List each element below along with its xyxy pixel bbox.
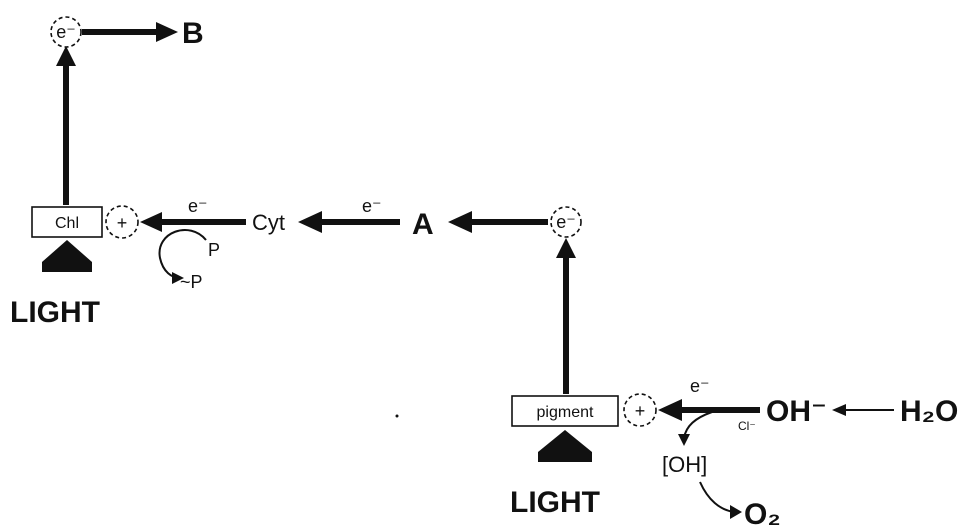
plus-label-left: + [117,213,128,233]
plus-circle-left [105,205,139,239]
pigment-label: pigment [537,404,594,421]
light-label-right: LIGHT [510,486,600,519]
electron-to-b-arrow-head [156,22,178,42]
cyt-to-chl-arrow-head [140,212,162,232]
light-arrow-left [42,240,92,272]
label-h2o: H₂O [900,395,958,428]
label-cyt: Cyt [252,210,285,235]
phosphorylation-arrow-head [172,272,184,284]
light-label-left: LIGHT [10,296,100,329]
electron-circle-top [50,16,82,48]
label-cl-minus: Cl⁻ [738,419,756,433]
pigment-to-electron-arrow-head [556,238,576,258]
electron-label-a: e⁻ [362,196,382,216]
label-o2: O₂ [744,498,781,530]
h2o-to-oh-arrow-head [832,404,846,416]
chl-to-electron-arrow-head [56,46,76,66]
label-p: P [208,240,220,260]
electron-label-cyt: e⁻ [188,196,208,216]
a-to-cyt-arrow-head [298,211,322,233]
electron-label-oh: e⁻ [690,376,710,396]
electron-to-a-arrow-head [448,211,472,233]
oh-to-pigment-arrow-head [658,399,682,421]
label-oh-radical: [OH] [662,452,707,477]
phosphorylation-curve [158,229,207,279]
chl-box [31,206,103,238]
o2-curve [699,481,735,513]
o2-arrow-head [730,505,742,519]
oh-radical-arrow-head [678,434,690,446]
label-tilde-p: ~P [180,272,203,292]
light-arrow-right [538,430,592,462]
chl-label: Chl [55,215,79,232]
plus-label-right: + [635,401,646,421]
stray-dot [395,414,399,418]
electron-label-top: e⁻ [56,22,76,42]
label-oh-minus: OH⁻ [766,395,827,428]
electron-label-right: e⁻ [556,212,576,232]
plus-circle-right [623,393,657,427]
label-b: B [182,17,204,50]
label-a: A [412,208,434,241]
electron-circle-right [550,206,582,238]
pigment-box [511,395,619,427]
